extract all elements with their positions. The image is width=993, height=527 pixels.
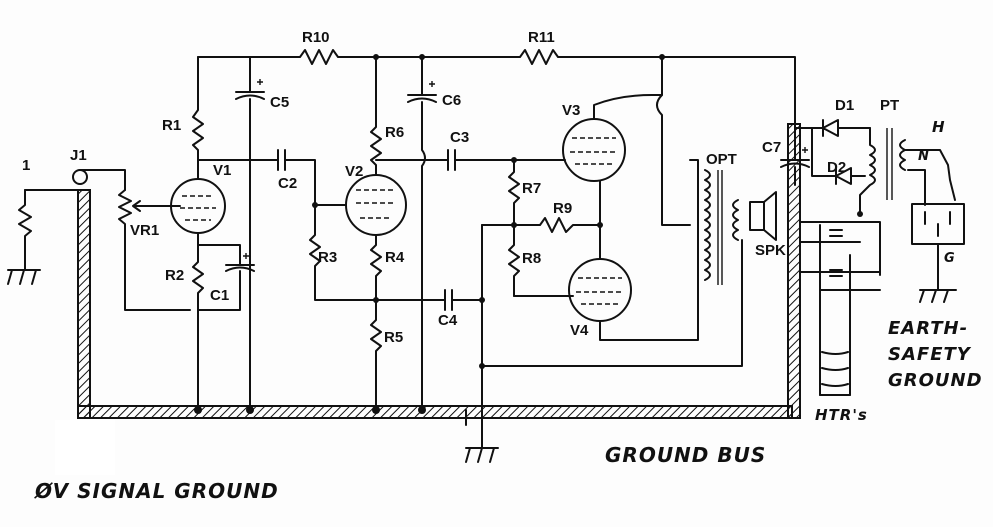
label-earth-1: EARTH- bbox=[888, 318, 968, 339]
label-r5: R5 bbox=[384, 329, 403, 346]
label-j1: J1 bbox=[70, 147, 87, 164]
v1-stage bbox=[159, 56, 255, 414]
c6-capacitor bbox=[407, 56, 437, 414]
phase-splitter-network bbox=[479, 159, 743, 411]
label-v1: V1 bbox=[213, 162, 231, 179]
label-signal-ground: ØV SIGNAL GROUND bbox=[34, 479, 279, 503]
label-earth-3: GROUND bbox=[888, 370, 983, 391]
label-c3: C3 bbox=[450, 129, 469, 146]
label-v3: V3 bbox=[562, 102, 580, 119]
label-d2: D2 bbox=[827, 159, 846, 176]
label-r11: R11 bbox=[528, 29, 555, 46]
v3-tube bbox=[562, 118, 626, 182]
c2-capacitor bbox=[197, 149, 336, 206]
ground-symbol-main bbox=[465, 409, 499, 463]
ground-bus bbox=[77, 123, 801, 419]
v2-tube bbox=[345, 174, 407, 236]
v2-stage bbox=[309, 56, 483, 414]
label-htrs: HTR's bbox=[815, 406, 868, 424]
v4-stage bbox=[568, 222, 699, 341]
label-opt: OPT bbox=[706, 151, 737, 168]
label-c1: C1 bbox=[210, 287, 229, 304]
label-c6: C6 bbox=[442, 92, 461, 109]
label-ground-bus: GROUND BUS bbox=[605, 443, 766, 467]
output-transformer bbox=[656, 56, 739, 285]
label-h: H bbox=[932, 118, 946, 136]
label-r2: R2 bbox=[165, 267, 184, 284]
c3-capacitor bbox=[375, 149, 566, 171]
label-v2: V2 bbox=[345, 163, 363, 180]
label-vr1: VR1 bbox=[130, 222, 159, 239]
label-c7: C7 bbox=[762, 139, 781, 156]
power-supply bbox=[780, 119, 965, 396]
v4-tube bbox=[568, 258, 632, 322]
label-n: N bbox=[918, 149, 930, 164]
label-r10: R10 bbox=[302, 29, 330, 46]
label-r9: R9 bbox=[553, 200, 572, 217]
label-spk: SPK bbox=[755, 242, 786, 259]
label-c5: C5 bbox=[270, 94, 289, 111]
label-d1: D1 bbox=[835, 97, 854, 114]
label-r1: R1 bbox=[162, 117, 181, 134]
label-r4: R4 bbox=[385, 249, 405, 266]
label-earth-2: SAFETY bbox=[888, 344, 972, 365]
speaker bbox=[749, 191, 777, 241]
label-r3: R3 bbox=[318, 249, 337, 266]
blank-patch bbox=[55, 420, 115, 475]
label-r8: R8 bbox=[522, 250, 541, 267]
label-c2: C2 bbox=[278, 175, 297, 192]
c5-capacitor bbox=[235, 56, 265, 414]
label-r6: R6 bbox=[385, 124, 404, 141]
label-v4: V4 bbox=[570, 322, 589, 339]
label-pt: PT bbox=[880, 97, 899, 114]
label-input-number: 1 bbox=[22, 157, 30, 174]
b-plus-rail bbox=[197, 49, 796, 125]
v3-stage bbox=[562, 94, 663, 226]
label-g: G bbox=[944, 251, 956, 266]
label-c4: C4 bbox=[438, 312, 458, 329]
label-r7: R7 bbox=[522, 180, 541, 197]
input-section bbox=[7, 169, 191, 311]
